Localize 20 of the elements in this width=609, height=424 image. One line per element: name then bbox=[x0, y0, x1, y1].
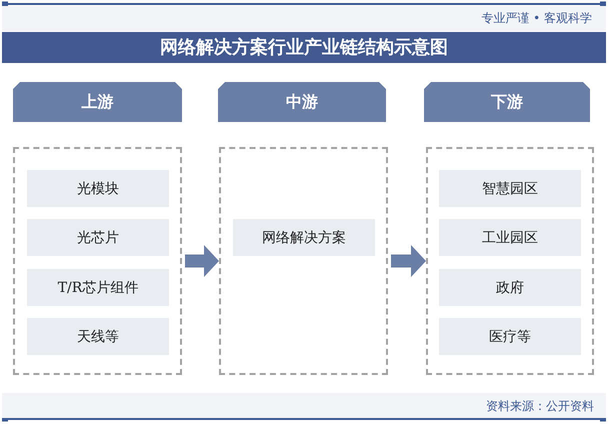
stage-header: 中游 bbox=[218, 82, 386, 122]
title-banner: 网络解决方案行业产业链结构示意图 bbox=[2, 32, 606, 63]
category-card: 网络解决方案 bbox=[233, 219, 375, 256]
category-card: 光芯片 bbox=[27, 219, 169, 256]
category-card: 政府 bbox=[439, 269, 581, 306]
slogan-text: 专业严谨 • 客观科学 bbox=[481, 11, 592, 25]
category-card: 天线等 bbox=[27, 318, 169, 355]
source-note: 资料来源：公开资料 bbox=[486, 399, 594, 413]
category-card: 医疗等 bbox=[439, 318, 581, 355]
category-card: 光模块 bbox=[27, 170, 169, 207]
stage-header: 下游 bbox=[424, 82, 590, 122]
category-card: 工业园区 bbox=[439, 219, 581, 256]
dashed-frame bbox=[13, 147, 182, 375]
category-card: 智慧园区 bbox=[439, 170, 581, 207]
stage-header: 上游 bbox=[13, 82, 182, 122]
dashed-frame bbox=[219, 147, 388, 375]
category-card: T/R芯片组件 bbox=[27, 269, 169, 306]
dashed-frame bbox=[426, 147, 594, 375]
arrow bbox=[391, 245, 426, 277]
arrow bbox=[185, 245, 219, 277]
